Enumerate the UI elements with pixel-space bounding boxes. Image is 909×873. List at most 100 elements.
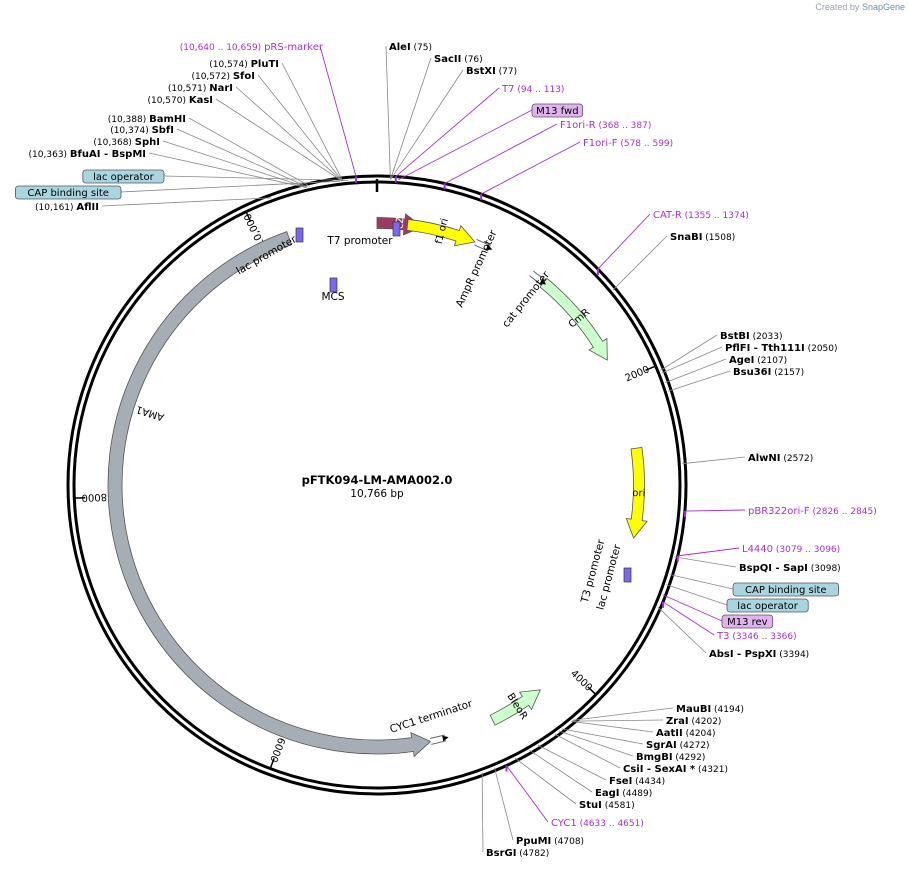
enzyme-leader-snabi [612, 235, 668, 291]
primer-leader-l4440 [677, 547, 740, 557]
promoter-label-cyc1-terminator: CYC1 terminator [388, 698, 474, 736]
enzyme-leader-sbfi [176, 128, 308, 188]
enzyme-pluti: (10,574) PluTI [209, 59, 279, 70]
box-leader-0 [398, 109, 533, 181]
enzyme-aatii: AatII (4204) [656, 728, 716, 739]
box-label-lac-operator-1: lac operator [93, 172, 154, 183]
enzyme-leader-ppumi [494, 767, 514, 841]
small-label-mcs-2: MCS [321, 291, 344, 303]
plasmid-length: 10,766 bp [350, 488, 404, 500]
feature-arrow-cmr [539, 277, 608, 361]
box-cap-binding-site-3 [732, 582, 839, 597]
enzyme-bstbi: BstBI (2033) [720, 331, 783, 342]
enzyme-leader-bsu36i [668, 370, 731, 392]
enzyme-leader-alei [385, 45, 391, 180]
enzyme-leader-bsrgi [481, 772, 484, 853]
snapgene-credit: Created by SnapGene [815, 2, 905, 12]
box-label-cap-binding-site-2: CAP binding site [27, 188, 109, 199]
enzyme-bstxi: BstXI (77) [466, 66, 517, 77]
enzyme-ppumi: PpuMI (4708) [516, 836, 584, 847]
enzyme-bspqi-sapi: BspQI - SapI (3098) [739, 563, 841, 574]
primer-leader-f1ori-r [444, 123, 558, 184]
enzyme-bmgbi: BmgBI (4292) [636, 752, 705, 763]
credit-brand: SnapGene [861, 2, 905, 12]
feature-label-ori: ori [632, 488, 645, 499]
enzyme-leader-bmgbi [558, 730, 634, 757]
box-label-m13-rev-5: M13 rev [727, 617, 768, 628]
enzyme-leader-aflii [101, 197, 272, 207]
site-glyph-0 [295, 227, 304, 243]
enzyme-stui: StuI (4581) [579, 800, 635, 811]
enzyme-leader-bstbi [660, 334, 718, 371]
feature-arrow-ama1 [107, 231, 432, 758]
enzymes-layer: AleI (75)SacII (76)BstXI (77) SnaBI (1508… [14, 42, 877, 859]
primer-leader-cat-r [597, 213, 651, 270]
site-glyph-1 [329, 277, 338, 293]
enzyme-leader-eagi [529, 749, 593, 793]
enzyme-leader-sfoi [257, 74, 343, 182]
enzyme-leader-agei [665, 358, 727, 384]
enzyme-leader-bamhi [188, 117, 311, 187]
tick-mark-4 [245, 212, 252, 223]
enzyme-leader-sphi [162, 140, 307, 188]
tick-mark-2 [269, 758, 275, 768]
enzyme-sgrai: SgrAI (4272) [646, 740, 710, 751]
box-lac-operator-4 [726, 598, 809, 613]
enzyme-maubi: MauBI (4194) [676, 704, 744, 715]
enzyme-leader-sacii [390, 57, 432, 180]
enzyme-bsu36i: Bsu36I (2157) [733, 367, 804, 378]
enzyme-fsei: FseI (4434) [609, 776, 665, 787]
site-glyph-2 [392, 221, 401, 237]
primer-pbr322ori-f: pBR322ori-F (2826 .. 2845) [748, 506, 877, 517]
primer-cyc1: CYC1 (4633 .. 4651) [551, 818, 644, 829]
enzyme-leader-nari [235, 86, 343, 182]
enzyme-bsrgi: BsrGI (4782) [486, 848, 549, 859]
primer-leader-cyc1 [506, 765, 549, 823]
tick-label-3: 8000 [81, 491, 107, 503]
backbone-outer [66, 174, 688, 796]
small-label-t7-promoter-1: T7 promoter [326, 235, 393, 247]
box-label-lac-operator-4: lac operator [737, 601, 798, 612]
enzyme-csii-sexai: CsiI - SexAI * (4321) [623, 764, 728, 775]
enzyme-leader-aatii [571, 720, 654, 733]
primer-l4440: L4440 (3079 .. 3096) [742, 544, 840, 555]
primer-leader-prs-marker [319, 45, 357, 177]
feature-arrow-bleor [489, 689, 541, 726]
enzyme-leader-pluti [281, 62, 344, 182]
enzyme-bfuai-bspmi: (10,363) BfuAI - BspMI [29, 149, 146, 160]
box-leader-1 [163, 175, 349, 181]
primer-leader-f1ori-f [480, 141, 581, 195]
promoter-label-cat-promoter: cat promoter [500, 269, 553, 330]
enzyme-snabi: SnaBI (1508) [670, 232, 735, 243]
box-leader-3 [669, 574, 734, 590]
enzyme-bamhi: (10,388) BamHI [108, 114, 186, 125]
primer-leader-t3 [662, 601, 715, 636]
enzyme-alwni: AlwNI (2572) [748, 453, 813, 464]
promoter-fill-2 [430, 735, 447, 744]
enzyme-agei: AgeI (2107) [729, 355, 787, 366]
enzyme-sphi: (10,368) SphI [93, 137, 160, 148]
site-glyph-3 [623, 567, 632, 583]
enzyme-leader-kasi [215, 98, 343, 182]
enzyme-leader-bstxi [390, 69, 464, 180]
enzyme-leader-sgrai [561, 728, 644, 745]
box-label-m13-fwd-0: M13 fwd [536, 106, 578, 117]
enzyme-aflii: (10,161) AflII [35, 202, 99, 213]
enzyme-nari: (10,571) NarI [168, 83, 233, 94]
box-m13-fwd-0 [531, 103, 584, 118]
box-m13-rev-5 [721, 614, 774, 629]
enzyme-leader-absi-pspxi [657, 606, 707, 654]
feature-arrow-ori [625, 446, 648, 539]
enzyme-alei: AleI (75) [389, 42, 432, 53]
enzyme-sbfi: (10,374) SbfI [110, 125, 174, 136]
enzyme-leader-fsei [537, 744, 607, 781]
enzyme-leader-bfuai-bspmi [148, 152, 306, 188]
enzyme-leader-stui [514, 757, 577, 805]
tick-label-2: 6000 [267, 736, 286, 764]
enzyme-sacii: SacII (76) [434, 54, 483, 65]
enzyme-kasi: (10,570) KasI [147, 95, 213, 106]
primer-leader-t7 [395, 87, 500, 177]
primer-leader-pbr322ori-f [684, 509, 746, 512]
